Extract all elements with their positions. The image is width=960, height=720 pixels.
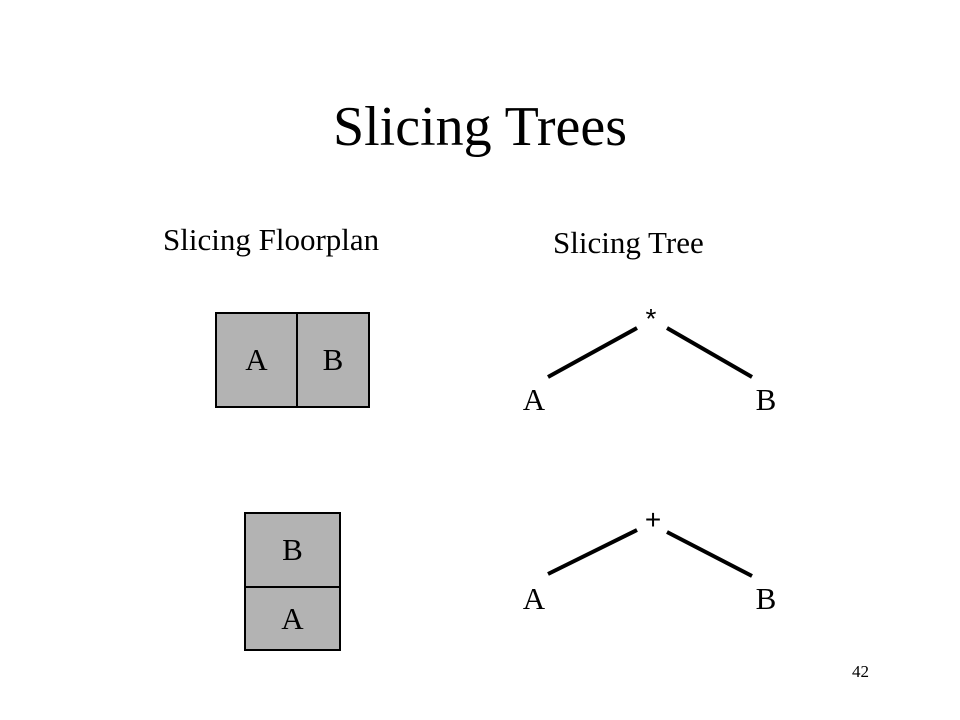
slide-title: Slicing Trees	[332, 96, 628, 158]
tree-heading: Slicing Tree	[553, 225, 704, 260]
floorplan-block-b-top: B	[244, 512, 341, 588]
tree1-right-edge	[666, 326, 753, 379]
tree2-right-edge	[666, 530, 753, 578]
floorplan-block-b-right: B	[296, 312, 370, 408]
block-label: A	[281, 600, 304, 636]
floorplan-heading: Slicing Floorplan	[163, 222, 380, 257]
block-label: B	[282, 532, 303, 567]
tree2-left-edge	[547, 528, 638, 576]
block-label: B	[322, 342, 344, 377]
tree2-right-leaf: B	[755, 581, 777, 616]
tree1-operator-node: *	[645, 303, 657, 334]
floorplan-block-a-bottom: A	[244, 586, 341, 651]
tree1-right-leaf: B	[755, 382, 777, 417]
block-label: A	[245, 342, 268, 377]
page-number: 42	[852, 662, 869, 681]
floorplan-block-a-left: A	[215, 312, 298, 408]
tree1-left-leaf: A	[522, 382, 546, 417]
tree2-operator-node: +	[644, 504, 662, 535]
tree2-left-leaf: A	[522, 581, 546, 616]
tree1-left-edge	[547, 326, 638, 379]
